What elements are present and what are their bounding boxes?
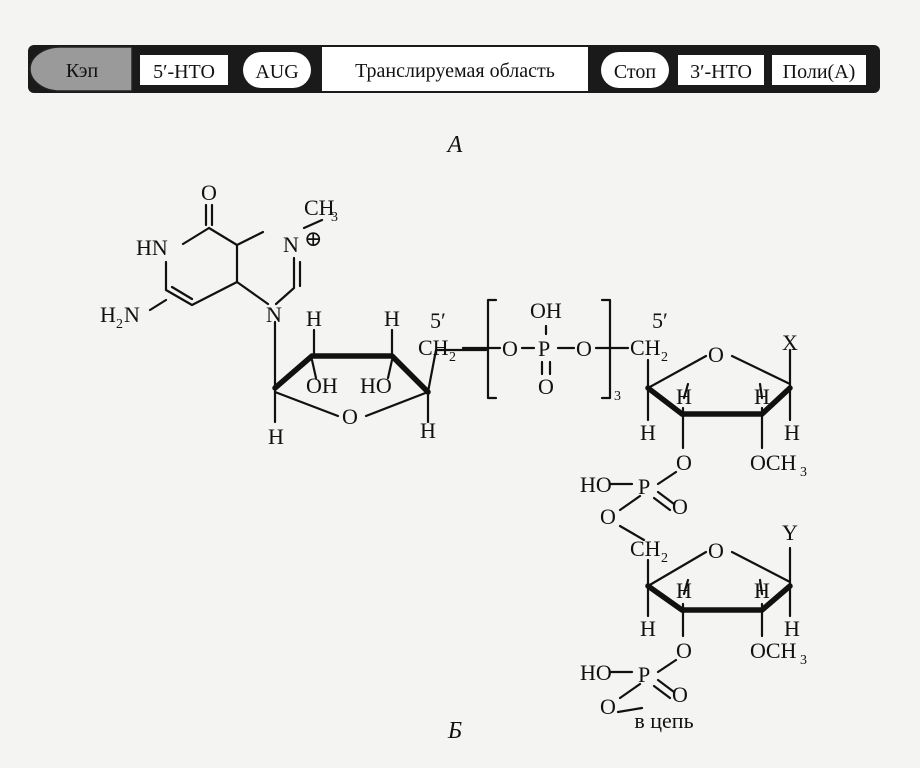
p3-o-link: O: [600, 694, 616, 719]
ribose1-h-low2: H: [420, 418, 436, 443]
purine-bonds: [148, 203, 324, 312]
ribose2-ring-o: O: [708, 342, 724, 367]
hn-label: HN: [136, 235, 168, 260]
ribose2-h-a: H: [676, 384, 692, 409]
base-x: X: [782, 330, 798, 355]
bracket-sub: 3: [614, 389, 621, 404]
coding-label: Транслируемая область: [355, 60, 555, 82]
ribose3-h-b: H: [754, 578, 770, 603]
ribose3-och3: OCH: [750, 638, 797, 663]
utr5-segment: [140, 55, 228, 85]
phosphodiester2-bonds: [608, 658, 678, 714]
utr3-label: 3′-НТО: [690, 61, 752, 83]
ribose3-o3: O: [676, 638, 692, 663]
ribose3-front-bonds: [645, 583, 793, 613]
ribose2-h-c: H: [640, 420, 656, 445]
ribose1-back-bonds: [273, 390, 430, 418]
polya-label: Поли(A): [783, 61, 856, 83]
phosphate-o-double: O: [538, 374, 554, 399]
ch2-3-sub: 2: [661, 551, 668, 566]
ribose2-front-bonds: [645, 385, 793, 417]
caption-a: А: [446, 132, 463, 158]
utr3-segment: [678, 55, 764, 85]
p2-o-double: O: [672, 494, 688, 519]
amino-n: N: [124, 302, 140, 327]
ribose2-h-d: H: [784, 420, 800, 445]
plus-sign: ⊕: [304, 226, 322, 251]
phosphate-oh: OH: [530, 298, 562, 323]
phosphate-bonds: [461, 324, 630, 376]
p3-o-double: O: [672, 682, 688, 707]
five-prime-2: 5′: [652, 308, 668, 333]
amino-h: H: [100, 302, 116, 327]
cap-segment: [29, 46, 133, 92]
n7-plus: N: [283, 232, 299, 257]
carbonyl-o: O: [201, 180, 217, 205]
ch2-2-sub: 2: [661, 350, 668, 365]
chain-label: в цепь: [634, 708, 693, 733]
ribose3-h-d: H: [784, 616, 800, 641]
ribose1-h-low1: H: [268, 424, 284, 449]
ch2-3: CH: [630, 536, 661, 561]
ch2-2: CH: [630, 335, 661, 360]
ribose1-oh: OH: [306, 373, 338, 398]
p3-ho: HO: [580, 660, 612, 685]
p3-p: P: [638, 662, 650, 687]
cap-label: Кэп: [66, 60, 99, 82]
ribose1-front-bonds: [272, 353, 431, 395]
ribose2-h-b: H: [754, 384, 770, 409]
ribose3-h-c: H: [640, 616, 656, 641]
p2-o-link: O: [600, 504, 616, 529]
methyl-ch: CH: [304, 195, 335, 220]
p2-p: P: [638, 474, 650, 499]
ribose1-ho: HO: [360, 373, 392, 398]
mrna-bar: Кэп 5′-НТО AUG Транслируемая область Сто…: [28, 45, 880, 93]
ribose3-h-a: H: [676, 578, 692, 603]
aug-label: AUG: [255, 61, 298, 83]
five-prime-1: 5′: [430, 308, 446, 333]
methyl-sub: 3: [331, 210, 338, 225]
base-y: Y: [782, 520, 798, 545]
polya-segment: [772, 55, 866, 85]
cap-structure: O CH 3 N ⊕ HN H 2 N N H H H H OH HO O 5′…: [100, 180, 807, 733]
ch2-1-sub: 2: [449, 350, 456, 365]
phosphate-o-left: O: [502, 336, 518, 361]
ch2-1: CH: [418, 335, 449, 360]
ribose1-ring-o: O: [342, 404, 358, 429]
stop-label: Стоп: [614, 61, 657, 83]
coding-segment: [322, 47, 588, 91]
stop-segment: [601, 52, 669, 88]
ribose2-o3: O: [676, 450, 692, 475]
phosphate-p: P: [538, 336, 550, 361]
ribose2-och3-sub: 3: [800, 465, 807, 480]
p2-ho: HO: [580, 472, 612, 497]
utr5-label: 5′-НТО: [153, 61, 215, 83]
ribose3-bonds: [646, 546, 792, 638]
ribose3-ring-o: O: [708, 538, 724, 563]
caption-b: Б: [447, 718, 462, 744]
phosphodiester1-bonds: [608, 470, 678, 542]
aug-segment: [243, 52, 311, 88]
ribose2-bonds: [646, 348, 792, 450]
amino-sub: 2: [116, 317, 123, 332]
n9-label: N: [266, 302, 282, 327]
phosphate-o-right: O: [576, 336, 592, 361]
ribose2-och3: OCH: [750, 450, 797, 475]
ribose1-bonds: [273, 320, 488, 424]
ribose1-h-top2: H: [384, 306, 400, 331]
ribose1-h-top1: H: [306, 306, 322, 331]
ribose3-och3-sub: 3: [800, 653, 807, 668]
